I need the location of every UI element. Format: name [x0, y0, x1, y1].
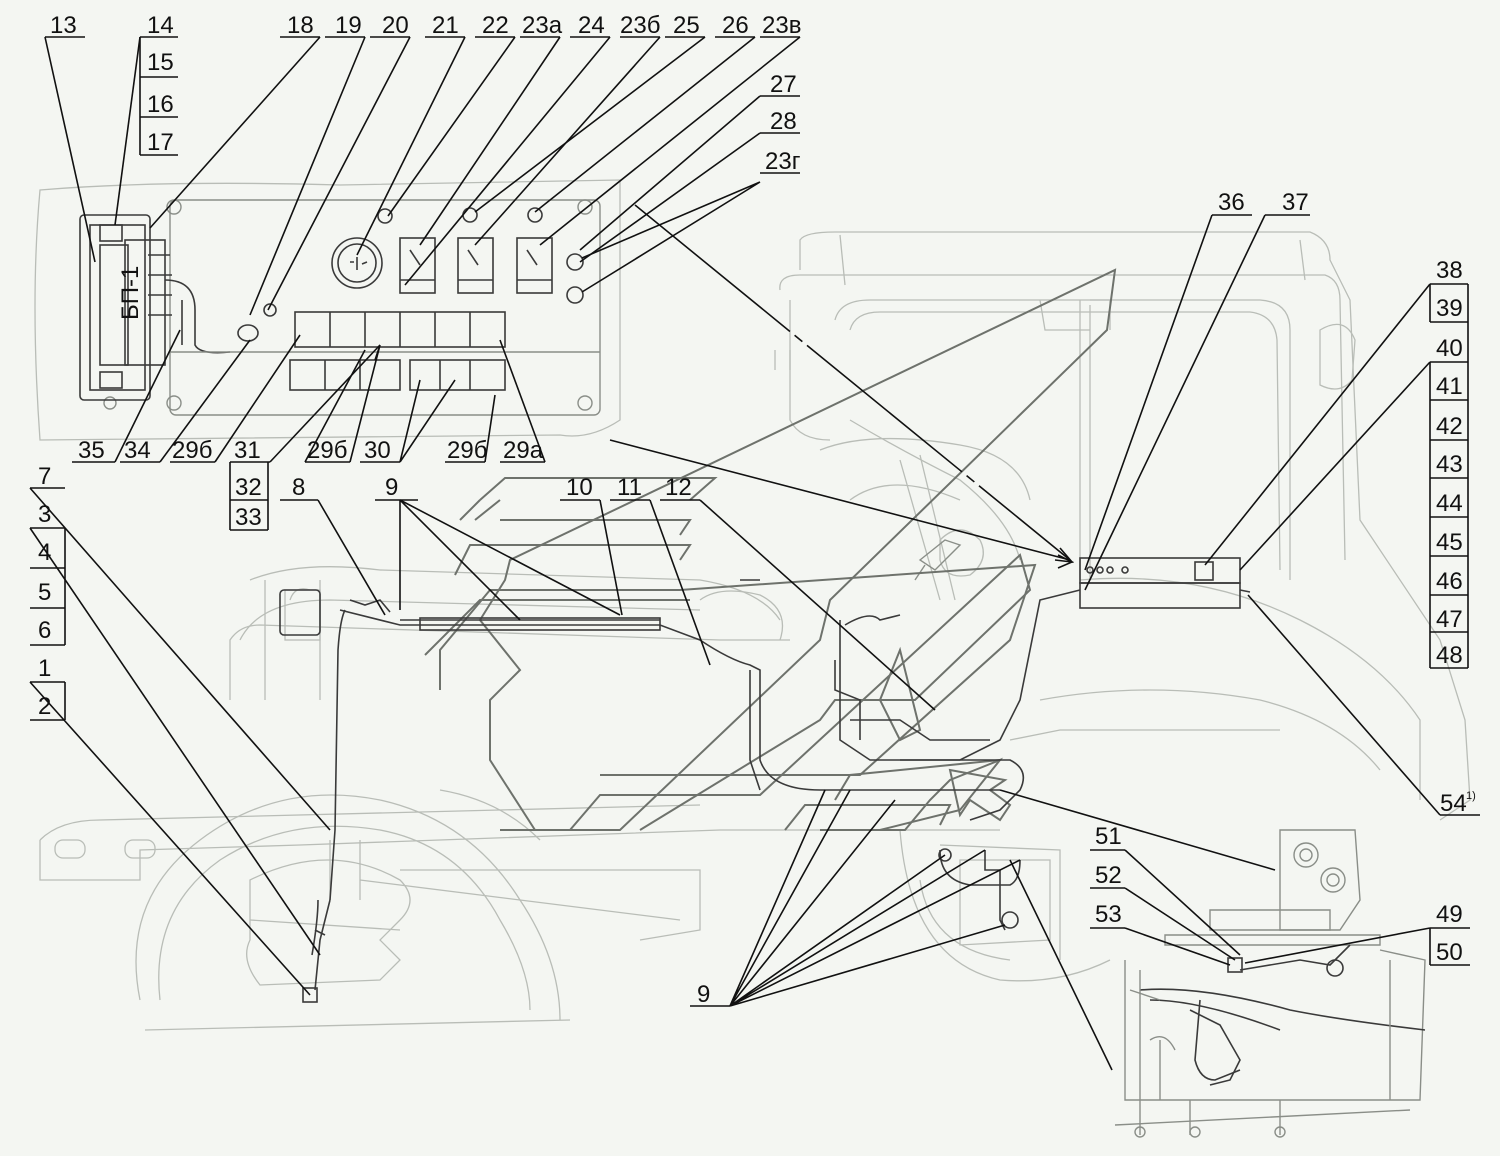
label-19: 19 — [335, 12, 362, 39]
label-13: 13 — [50, 12, 77, 39]
label-35: 35 — [78, 437, 105, 464]
label-12: 12 — [665, 474, 692, 501]
label-14: 14 — [147, 12, 174, 39]
label-9-top: 9 — [385, 474, 398, 501]
callout-arrows — [424, 268, 1117, 831]
label-11: 11 — [617, 474, 642, 501]
label-23v: 23в — [762, 12, 801, 39]
label-29b-1: 29б — [172, 437, 212, 464]
label-34: 34 — [124, 437, 151, 464]
label-29a: 29а — [503, 437, 544, 464]
label-29b-3: 29б — [447, 437, 487, 464]
label-16: 16 — [147, 91, 174, 118]
label-18: 18 — [287, 12, 314, 39]
part-labels: 13 14 15 16 17 18 19 20 21 22 23а 24 23б… — [38, 12, 1476, 1008]
label-43: 43 — [1436, 451, 1463, 478]
label-32: 32 — [235, 474, 262, 501]
label-23g: 23г — [765, 148, 801, 175]
label-51: 51 — [1095, 823, 1122, 850]
label-3: 3 — [38, 501, 51, 528]
label-52: 52 — [1095, 862, 1122, 889]
label-47: 47 — [1436, 606, 1463, 633]
label-29b-2: 29б — [307, 437, 347, 464]
label-27: 27 — [770, 71, 797, 98]
label-40: 40 — [1436, 335, 1463, 362]
label-54-superscript: 1) — [1466, 790, 1476, 802]
label-5: 5 — [38, 579, 51, 606]
label-22: 22 — [482, 12, 509, 39]
leader-lines — [29, 36, 1480, 1071]
label-23b: 23б — [620, 12, 660, 39]
label-25: 25 — [673, 12, 700, 39]
label-46: 46 — [1436, 568, 1463, 595]
label-54: 54 — [1440, 790, 1467, 817]
tractor-outline — [39, 231, 1471, 1031]
label-30: 30 — [364, 437, 391, 464]
label-44: 44 — [1436, 490, 1463, 517]
label-33: 33 — [235, 504, 262, 531]
label-8: 8 — [292, 474, 305, 501]
label-41: 41 — [1436, 373, 1463, 400]
label-10: 10 — [566, 474, 593, 501]
label-2: 2 — [38, 693, 51, 720]
label-36: 36 — [1218, 189, 1245, 216]
label-1: 1 — [38, 655, 51, 682]
label-28: 28 — [770, 108, 797, 135]
label-17: 17 — [147, 129, 174, 156]
label-24: 24 — [578, 12, 605, 39]
harness-lines — [279, 579, 1081, 1003]
label-45: 45 — [1436, 529, 1463, 556]
label-39: 39 — [1436, 295, 1463, 322]
label-9-bottom: 9 — [697, 981, 710, 1008]
label-50: 50 — [1436, 939, 1463, 966]
label-48: 48 — [1436, 642, 1463, 669]
control-box — [1079, 557, 1251, 609]
label-31: 31 — [234, 437, 261, 464]
label-20: 20 — [382, 12, 409, 39]
label-4: 4 — [38, 539, 51, 566]
module-code-text: БП-1 — [117, 266, 144, 320]
label-21: 21 — [432, 12, 459, 39]
label-23a: 23а — [522, 12, 563, 39]
label-53: 53 — [1095, 901, 1122, 928]
label-38: 38 — [1436, 257, 1463, 284]
label-26: 26 — [722, 12, 749, 39]
label-37: 37 — [1282, 189, 1309, 216]
label-7: 7 — [38, 463, 51, 490]
gearbox-detail — [1114, 829, 1426, 1138]
label-15: 15 — [147, 49, 174, 76]
label-6: 6 — [38, 617, 51, 644]
label-42: 42 — [1436, 413, 1463, 440]
label-49: 49 — [1436, 901, 1463, 928]
